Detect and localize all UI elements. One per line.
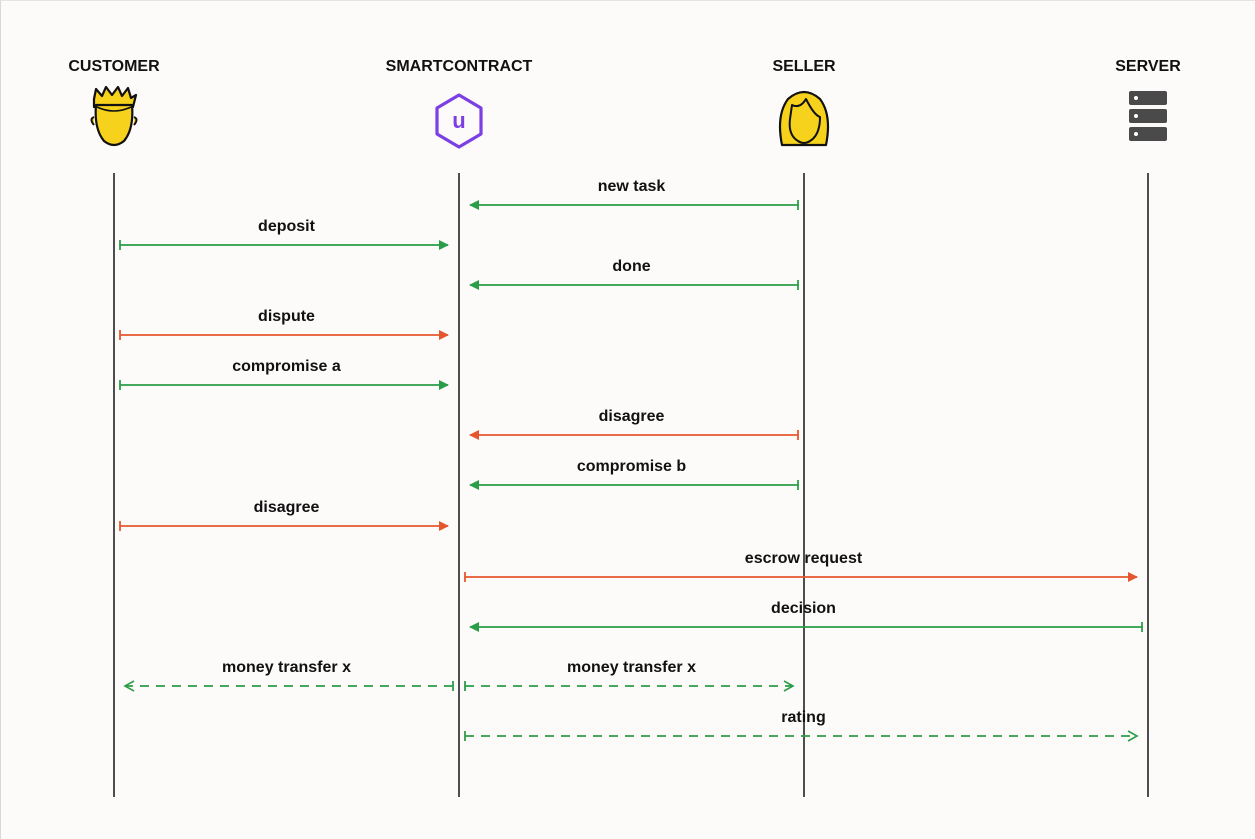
message-8: disagree [119,499,449,531]
message-12: money transfer x [464,659,795,692]
message-label: decision [771,600,836,617]
server-stack-icon [1129,91,1167,141]
message-label: rating [781,709,825,726]
message-5: compromise a [119,358,449,390]
lifelines [113,173,1149,797]
message-3: done [469,258,799,290]
message-label: deposit [258,218,316,235]
message-9: escrow request [464,550,1138,582]
customer-avatar-icon [90,85,138,147]
message-label: escrow request [745,550,863,567]
actor-label-server: SERVER [1115,58,1181,75]
message-label: dispute [258,308,315,325]
message-2: deposit [119,218,449,250]
message-4: dispute [119,308,449,340]
actor-label-contract: SMARTCONTRACT [386,58,533,75]
message-label: money transfer x [567,659,696,676]
messages: new task deposit done dispute compromise a di… [119,178,1143,742]
smartcontract-icon-letter: u [452,108,465,133]
message-label: disagree [599,408,665,425]
message-7: compromise b [469,458,799,490]
message-label: compromise a [232,358,341,375]
message-10: decision [469,600,1143,632]
message-label: money transfer x [222,659,351,676]
message-label: done [612,258,650,275]
message-6: disagree [469,408,799,440]
message-label: disagree [254,499,320,516]
message-label: new task [598,178,666,195]
message-13: rating [464,709,1139,742]
actor-label-customer: CUSTOMER [68,58,160,75]
message-label: compromise b [577,458,687,475]
message-11: money transfer x [123,659,454,692]
actor-label-seller: SELLER [772,58,836,75]
seller-avatar-icon [778,90,830,147]
smartcontract-hexagon-icon: u [435,93,483,149]
actor-labels: CUSTOMER SMARTCONTRACT SELLER SERVER [68,58,1181,75]
message-1: new task [469,178,799,210]
